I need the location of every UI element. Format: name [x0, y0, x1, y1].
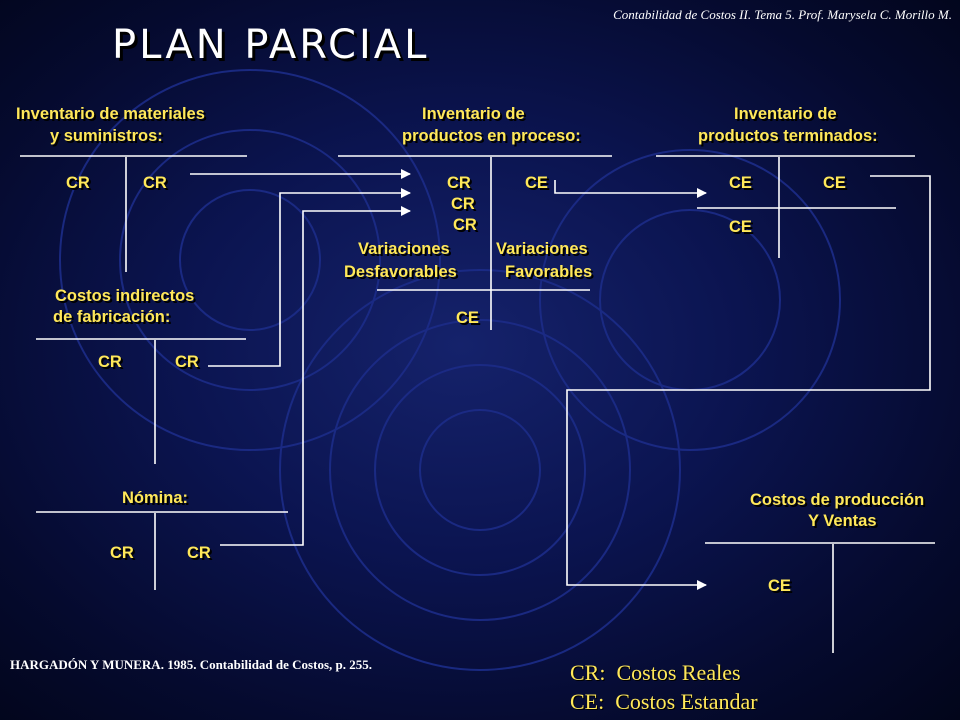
materiales-left-entry: CR	[66, 174, 90, 192]
cif-title-line1: Costos indirectos	[55, 287, 195, 305]
proceso-left-entry-3: CR	[453, 216, 477, 234]
proceso-left-variaciones: Variaciones	[358, 240, 450, 258]
terminados-left-entry-1: CE	[729, 174, 752, 192]
proceso-right-variaciones: Variaciones	[496, 240, 588, 258]
course-header: Contabilidad de Costos II. Tema 5. Prof.…	[613, 7, 952, 22]
proceso-title-line2: productos en proceso:	[402, 127, 581, 145]
materiales-right-entry: CR	[143, 174, 167, 192]
proceso-bottom-entry: CE	[456, 309, 479, 327]
proceso-left-entry-2: CR	[451, 195, 475, 213]
arrow-terminados-to-ventas	[566, 175, 931, 590]
legend-cr-text: Costos Reales	[616, 660, 741, 685]
terminados-title-line2: productos terminados:	[698, 127, 878, 145]
arrow-proceso-to-terminados	[554, 180, 707, 198]
proceso-left-entry-1: CR	[447, 174, 471, 192]
proceso-right-favorables: Favorables	[505, 263, 593, 281]
terminados-right-entry: CE	[823, 174, 846, 192]
nomina-title: Nómina:	[122, 489, 188, 507]
ventas-title-line2: Y Ventas	[808, 512, 877, 530]
legend-cr: CR: Costos Reales	[570, 660, 741, 686]
arrow-cif-to-proceso	[208, 188, 411, 367]
arrow-nomina-to-proceso	[220, 206, 411, 546]
legend-ce: CE: Costos Estandar	[570, 689, 758, 715]
cif-title-line2: de fabricación:	[53, 308, 171, 326]
cif-right-entry: CR	[175, 353, 199, 371]
cif-left-entry: CR	[98, 353, 122, 371]
proceso-title-line1: Inventario de	[422, 105, 525, 123]
background-rings	[59, 69, 841, 671]
legend-ce-abbr: CE:	[570, 689, 605, 714]
nomina-left-entry: CR	[110, 544, 134, 562]
source-citation: HARGADÓN Y MUNERA. 1985. Contabilidad de…	[10, 657, 372, 672]
materiales-title-line1: Inventario de materiales	[16, 105, 205, 123]
nomina-right-entry: CR	[187, 544, 211, 562]
proceso-right-entry: CE	[525, 174, 548, 192]
materiales-title-line2: y suministros:	[50, 127, 163, 145]
ventas-title-line1: Costos de producción	[750, 491, 925, 509]
terminados-title-line1: Inventario de	[734, 105, 837, 123]
terminados-left-entry-2: CE	[729, 218, 752, 236]
ventas-left-entry: CE	[768, 577, 791, 595]
proceso-left-desfavorables: Desfavorables	[344, 263, 457, 281]
page-title: PLAN PARCIAL	[112, 22, 430, 68]
legend-ce-text: Costos Estandar	[615, 689, 758, 714]
legend-cr-abbr: CR:	[570, 660, 606, 685]
